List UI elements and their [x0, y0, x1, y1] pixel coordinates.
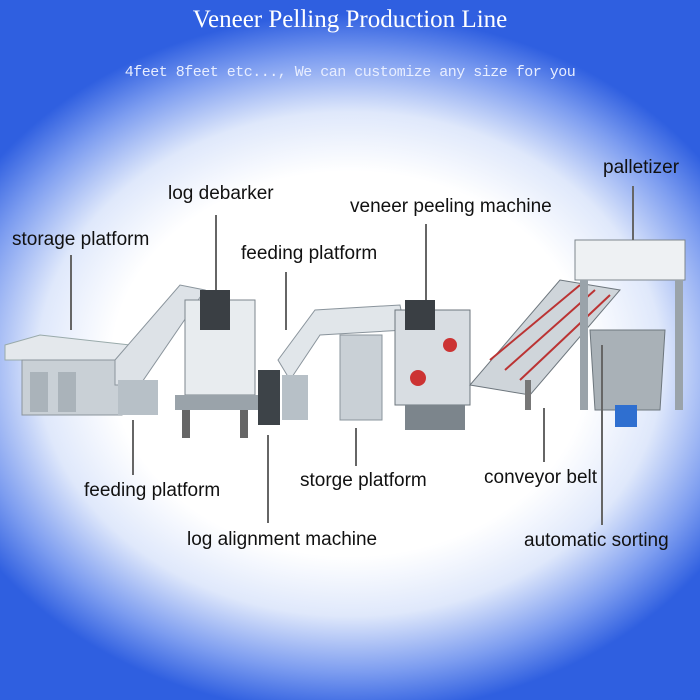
label-log-debarker: log debarker [168, 183, 274, 204]
leader-line-veneer-peeling [425, 224, 427, 300]
leader-line-log-alignment [267, 435, 269, 523]
leader-line-storge-platform [355, 428, 357, 466]
feeding-platform-machine [114, 284, 206, 415]
veneer-peeling-machine [394, 300, 471, 430]
leader-line-storage-platform [70, 255, 72, 330]
label-palletizer: palletizer [603, 157, 680, 178]
storage-platform-machine [4, 334, 131, 416]
page-subtitle: 4feet 8feet etc..., We can customize any… [124, 64, 576, 81]
leader-line-feeding-platform-top [285, 272, 287, 330]
leader-line-automatic-sorting [601, 345, 603, 525]
label-storage-platform: storage platform [12, 229, 150, 250]
log-alignment-machine [258, 370, 280, 425]
label-feeding-platform-bottom: feeding platform [84, 480, 221, 501]
label-conveyor-belt: conveyor belt [484, 467, 598, 488]
leader-line-log-debarker [215, 215, 217, 290]
label-storge-platform: storge platform [300, 470, 427, 491]
log-debarker-machine [175, 290, 265, 438]
label-feeding-platform-top: feeding platform [241, 243, 378, 264]
leader-line-palletizer [632, 186, 634, 240]
label-log-alignment-machine: log alignment machine [187, 529, 378, 550]
label-automatic-sorting: automatic sorting [524, 530, 669, 551]
page-title: Veneer Pelling Production Line [192, 6, 508, 33]
leader-line-conveyor-belt [543, 408, 545, 462]
palletizer-machine [574, 239, 686, 427]
storge-platform-machine [339, 334, 383, 421]
label-veneer-peeling-machine: veneer peeling machine [350, 196, 552, 217]
feeding-platform-2-machine [277, 304, 406, 420]
leader-line-feeding-platform-bottom [132, 420, 134, 475]
